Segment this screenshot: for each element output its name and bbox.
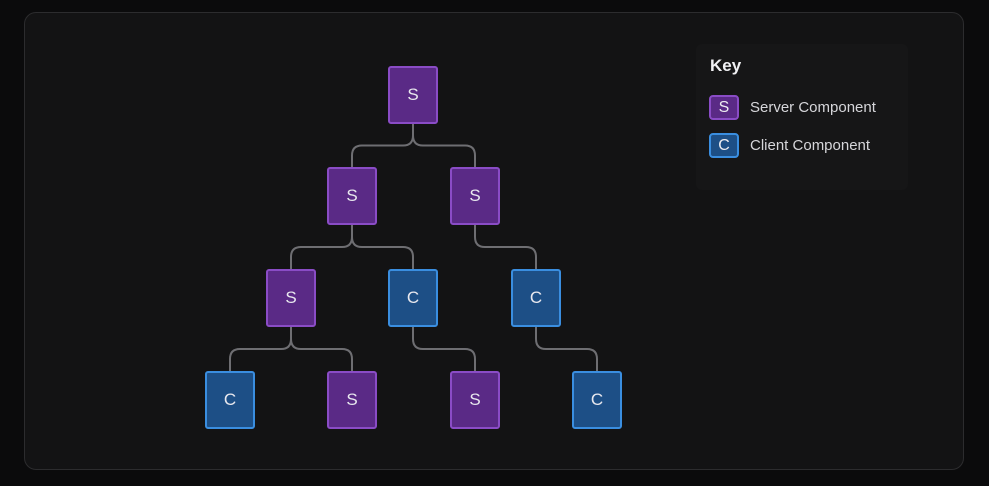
server-component-node: S [327, 167, 377, 225]
legend-title: Key [710, 56, 742, 75]
client-component-node: C [205, 371, 255, 429]
server-component-node: S [388, 66, 438, 124]
client-component-node: C [511, 269, 561, 327]
tree-edge [412, 327, 476, 371]
tree-edge [351, 124, 414, 167]
tree-edge [474, 225, 537, 269]
client-component-node: C [388, 269, 438, 327]
legend-item-server: S Server Component [709, 95, 876, 120]
server-swatch: S [709, 95, 739, 120]
client-component-node: C [572, 371, 622, 429]
legend-item-client: C Client Component [709, 133, 870, 158]
tree-edge [351, 225, 414, 269]
tree-edge [290, 327, 353, 371]
legend-label-client: Client Component [750, 137, 871, 154]
server-component-node: S [327, 371, 377, 429]
tree-edge [412, 124, 476, 167]
tree-edge [229, 327, 292, 371]
tree-edge [535, 327, 598, 371]
server-component-node: S [266, 269, 316, 327]
server-component-node: S [450, 371, 500, 429]
legend: Key S Server Component C Client Componen… [696, 44, 908, 190]
server-component-node: S [450, 167, 500, 225]
client-swatch: C [709, 133, 739, 158]
legend-label-server: Server Component [750, 99, 876, 116]
tree-edge [290, 225, 353, 269]
